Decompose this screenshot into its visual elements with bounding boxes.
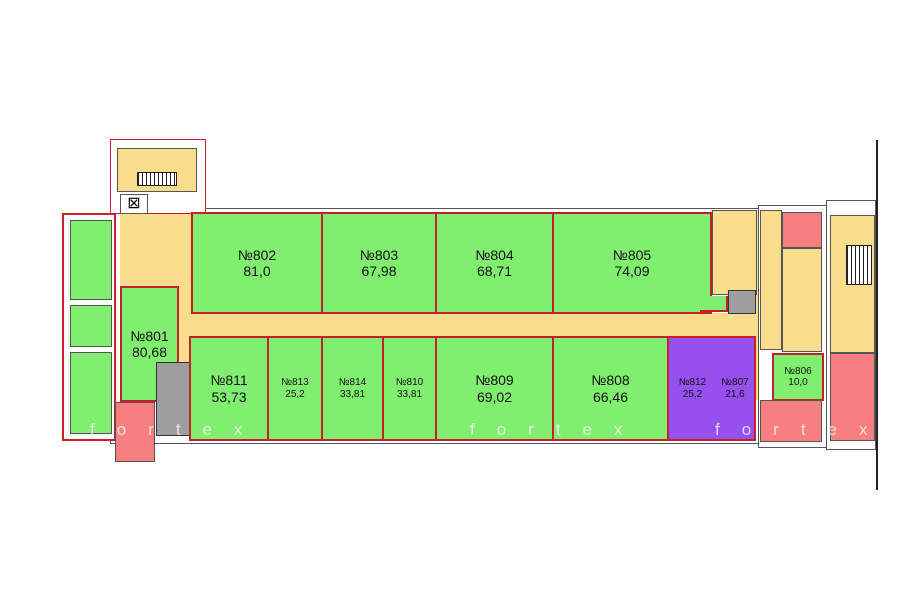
room-804[interactable]: №804 68,71 [435,212,554,314]
room-805-annex [700,296,728,312]
room-number: №812 [678,377,707,388]
room-number: №805 [612,246,652,263]
east-hall-2 [782,248,822,352]
left-wing-room-2 [70,305,112,347]
building-edge-line [876,140,878,490]
service-room-east [830,353,875,441]
stair-landing [117,148,197,192]
room-area: 53,73 [211,388,247,405]
room-number: №803 [359,246,399,263]
room-811[interactable]: №811 53,73 [189,336,269,441]
room-area: 33,81 [396,388,423,400]
left-wing-room-3 [70,352,112,434]
room-area: 80,68 [131,344,168,360]
room-area: 25,2 [682,388,703,400]
room-area: 69,02 [476,388,513,405]
east-staircase-icon [846,245,872,285]
elevator-icon: ⊠ [120,194,148,214]
corridor-main [160,313,765,337]
room-807[interactable]: №807 21,6 [716,336,756,441]
room-802[interactable]: №802 81,0 [191,212,323,314]
room-number: №807 [721,377,749,388]
room-number: №808 [591,372,630,389]
room-area: 25,2 [285,388,305,400]
room-number: №804 [475,246,514,263]
room-number: №814 [338,377,367,388]
room-area: 33,81 [339,388,366,400]
room-area: 10,0 [788,377,808,388]
staircase-icon [137,172,177,186]
watermark: fortex [90,420,265,439]
room-area: 66,46 [592,388,629,405]
room-814[interactable]: №814 33,81 [321,336,384,441]
left-wing-room-1 [70,220,112,300]
east-hall [760,210,782,350]
service-room-northeast [782,212,822,248]
room-813[interactable]: №813 25,2 [267,336,323,441]
room-number: №806 [784,365,812,377]
room-number: №813 [281,377,309,388]
room-812[interactable]: №812 25,2 [667,336,718,441]
room-810[interactable]: №810 33,81 [382,336,437,441]
room-area: 74,09 [614,263,650,279]
room-area: 68,71 [476,263,513,279]
service-room-southwest [115,402,155,462]
room-805[interactable]: №805 74,09 [552,212,712,314]
room-area: 67,98 [361,263,397,279]
restrooms [712,210,757,295]
room-area: 81,0 [243,263,271,279]
service-room-southeast [760,400,822,442]
room-808[interactable]: №808 66,46 [552,336,669,441]
room-number: №801 [130,327,169,344]
room-number: №811 [210,372,248,389]
room-area: 21,6 [725,388,745,400]
technical-room-east [728,290,756,314]
room-806[interactable]: №806 10,0 [772,353,824,401]
room-803[interactable]: №803 67,98 [321,212,437,314]
room-number: №810 [395,377,424,388]
watermark: fortex [470,420,645,439]
room-809[interactable]: №809 69,02 [435,336,554,441]
watermark: fortex [715,420,890,439]
room-number: №802 [237,246,277,263]
room-number: №809 [475,372,514,389]
